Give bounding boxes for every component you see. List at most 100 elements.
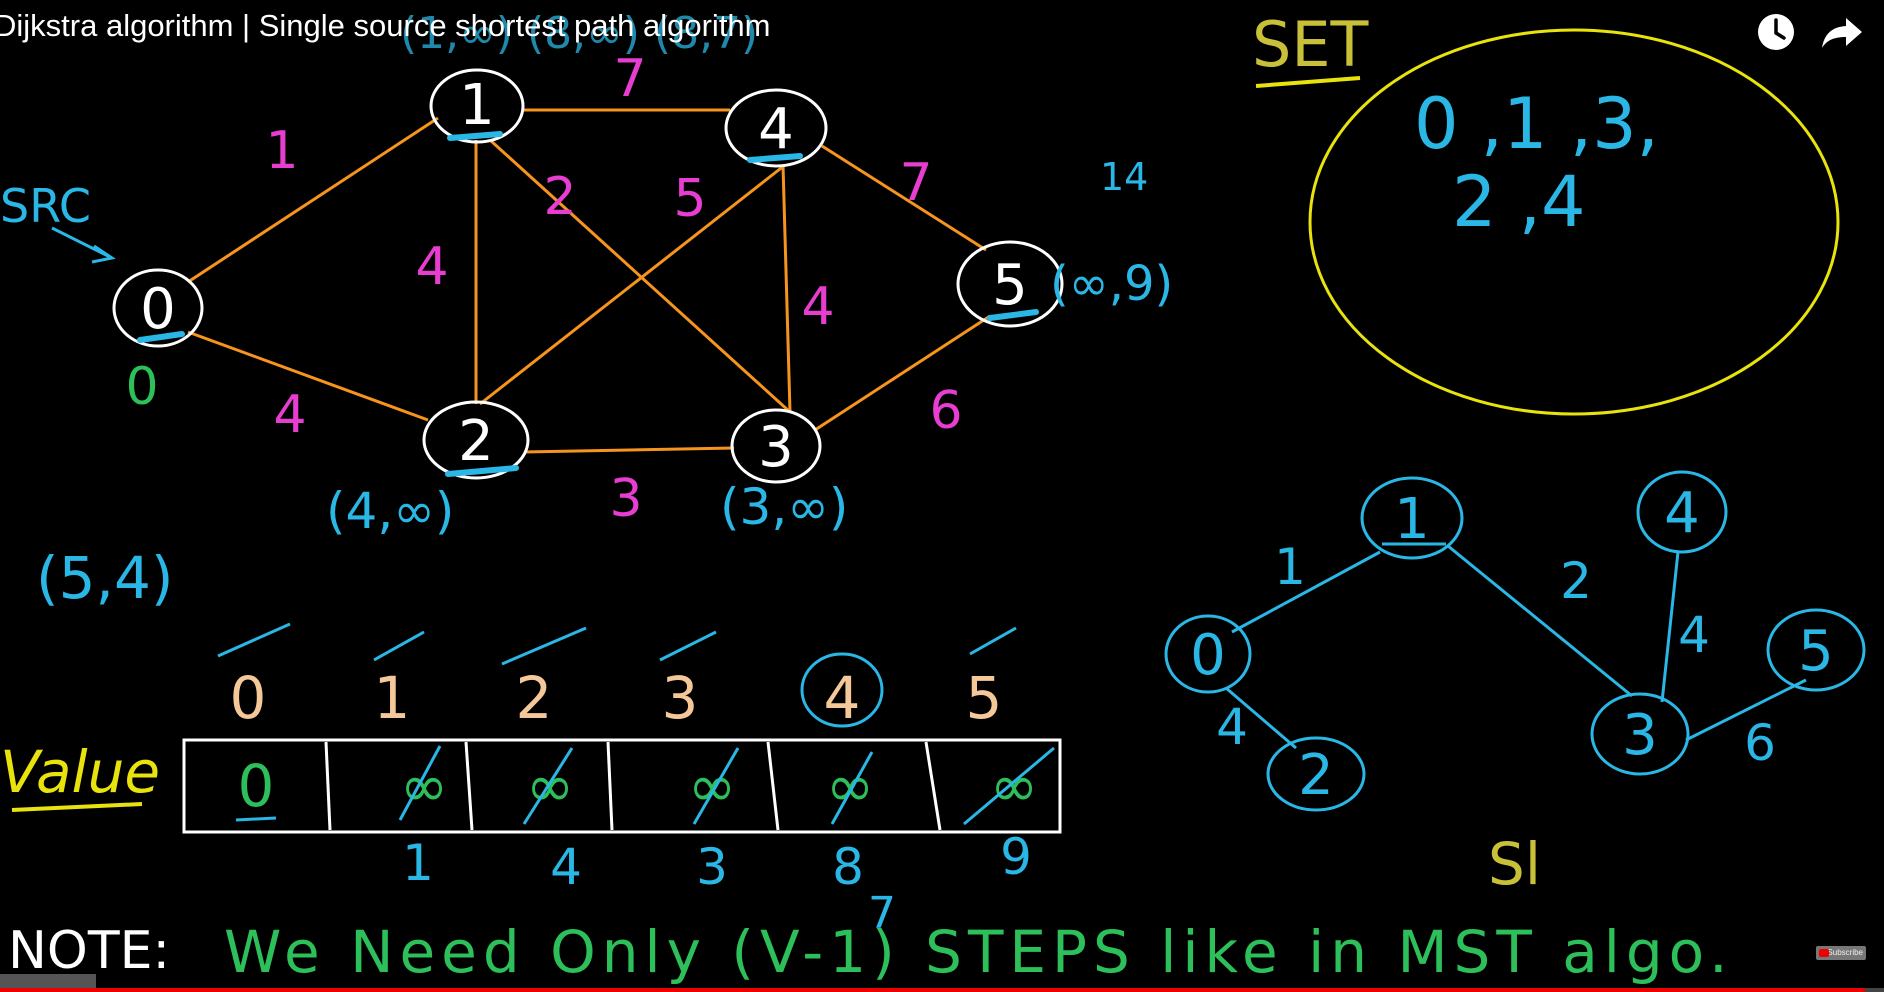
array-update-1: 1 <box>402 834 434 892</box>
clock-icon <box>1758 14 1794 50</box>
array-index-2: 2 <box>516 664 553 732</box>
tree-node-2-label: 2 <box>1298 743 1334 808</box>
value-label: Value <box>0 738 160 806</box>
edge-weight-4-5: 7 <box>899 153 932 213</box>
visited-mark <box>137 331 185 343</box>
node-5-distance-top: 14 <box>1100 155 1148 199</box>
graph-node-3-label: 3 <box>758 415 794 480</box>
strike-mark <box>522 747 574 825</box>
graph-node-4-circle <box>724 88 828 168</box>
tree-node-0-circle <box>1164 614 1252 694</box>
strike-mark <box>963 746 1055 826</box>
graph-node-0-label: 0 <box>140 277 176 342</box>
edge-2-3 <box>523 446 735 454</box>
node-0-distance: 0 <box>125 357 158 417</box>
edge-weight-2-3: 3 <box>609 469 642 529</box>
tree-node-1-label: 1 <box>1394 487 1430 552</box>
graph-node-5-circle <box>956 240 1064 328</box>
edge-0-1 <box>187 116 439 284</box>
tree-partial-label: Sl <box>1488 830 1541 898</box>
visited-tick-icon <box>217 622 291 658</box>
subscribe-watermark[interactable]: Subscribe <box>1816 946 1866 960</box>
watch-later-button[interactable] <box>1750 6 1802 58</box>
array-index-1: 1 <box>374 664 411 732</box>
tree-node-3-circle <box>1590 692 1690 776</box>
tree-edges <box>1225 544 1807 750</box>
set-members-line2: 2 ,4 <box>1452 161 1586 243</box>
progress-bar[interactable] <box>0 988 1884 992</box>
graph-node-0-circle <box>112 268 204 348</box>
edge-2-4 <box>479 163 786 406</box>
array-update-3: 3 <box>696 838 728 896</box>
array-update-2: 4 <box>550 838 582 896</box>
value-array-frame <box>182 738 1062 834</box>
visited-tick-icon <box>373 630 425 662</box>
set-title: SET <box>1252 8 1370 81</box>
graph-node-3-circle <box>730 408 822 484</box>
edge-weight-0-2: 4 <box>273 385 306 445</box>
edge-4-3 <box>781 164 792 413</box>
note-label: NOTE: <box>8 921 170 981</box>
src-arrow-icon <box>51 226 116 264</box>
graph-node-5-label: 5 <box>992 253 1028 318</box>
visited-mark <box>445 465 519 477</box>
tree-weight-3-4: 4 <box>1678 606 1710 664</box>
tree-node-5-label: 5 <box>1798 619 1834 684</box>
set-circle <box>1308 28 1840 416</box>
visited-tick-icon <box>659 630 717 662</box>
array-index-3: 3 <box>662 664 699 732</box>
set-members-line1: 0 ,1 ,3, <box>1414 83 1659 165</box>
graph-node-2-circle <box>422 400 530 480</box>
tree-edge-0-1 <box>1231 550 1381 634</box>
edge-weight-2-4: 5 <box>673 169 706 229</box>
share-button[interactable] <box>1816 6 1868 58</box>
progress-fill <box>0 988 1866 992</box>
visited-mark <box>447 131 503 141</box>
value-array-divider <box>924 741 942 831</box>
edge-weight-4-3: 4 <box>801 277 834 337</box>
edge-3-5 <box>814 314 991 432</box>
edge-0-2 <box>187 330 429 422</box>
share-arrow-icon <box>1822 18 1862 48</box>
tree-edge-0-2 <box>1225 686 1297 750</box>
array-update-4: 8 <box>832 838 864 896</box>
progress-scrub-thumb[interactable] <box>0 974 96 992</box>
array-cell-0: 0 <box>238 752 275 820</box>
graph-node-1-circle <box>429 68 525 144</box>
tree-weight-0-2: 4 <box>1216 698 1248 756</box>
visited-mark <box>987 309 1039 321</box>
edge-4-5 <box>821 144 987 252</box>
array-index-0: 0 <box>230 664 267 732</box>
edge-1-3 <box>488 138 792 414</box>
strike-mark <box>830 751 874 825</box>
tree-weight-3-5: 6 <box>1744 714 1776 772</box>
note-text: We Need Only (V-1) STEPS like in MST alg… <box>224 918 1734 986</box>
index-4-circle <box>800 652 884 728</box>
graph-node-2-label: 2 <box>458 409 494 474</box>
edge-weight-1-4: 7 <box>613 49 646 109</box>
array-cell-1: ∞ <box>400 752 448 820</box>
value-array-box <box>182 738 1062 834</box>
pair-note: (5,4) <box>36 544 174 612</box>
node-3-distance: (3,∞) <box>720 478 848 536</box>
set-title-underline <box>1255 76 1361 88</box>
tree-node-5-circle <box>1766 608 1866 692</box>
tree-edge-3-4 <box>1660 551 1680 703</box>
top-distance-notes: (1,∞) (8,∞) (8,7) <box>400 8 758 59</box>
value-array-divider <box>606 741 614 831</box>
node-2-distance: (4,∞) <box>326 482 454 540</box>
src-label: SRC <box>0 179 91 233</box>
visited-mark <box>747 153 803 163</box>
visited-tick-icon <box>501 626 587 666</box>
array-index-5: 5 <box>966 664 1003 732</box>
array-cell-5: ∞ <box>990 752 1038 820</box>
tree-edge-1-3 <box>1447 544 1633 698</box>
edge-weight-0-1: 1 <box>265 121 298 181</box>
visited-tick-icon <box>969 626 1017 656</box>
graph-node-4-label: 4 <box>758 97 794 162</box>
tree-node-1-circle <box>1360 476 1464 560</box>
tree-node-4-label: 4 <box>1664 481 1700 546</box>
tree-node-0-label: 0 <box>1190 623 1226 688</box>
video-title[interactable]: Dijkstra algorithm | Single source short… <box>0 8 771 43</box>
